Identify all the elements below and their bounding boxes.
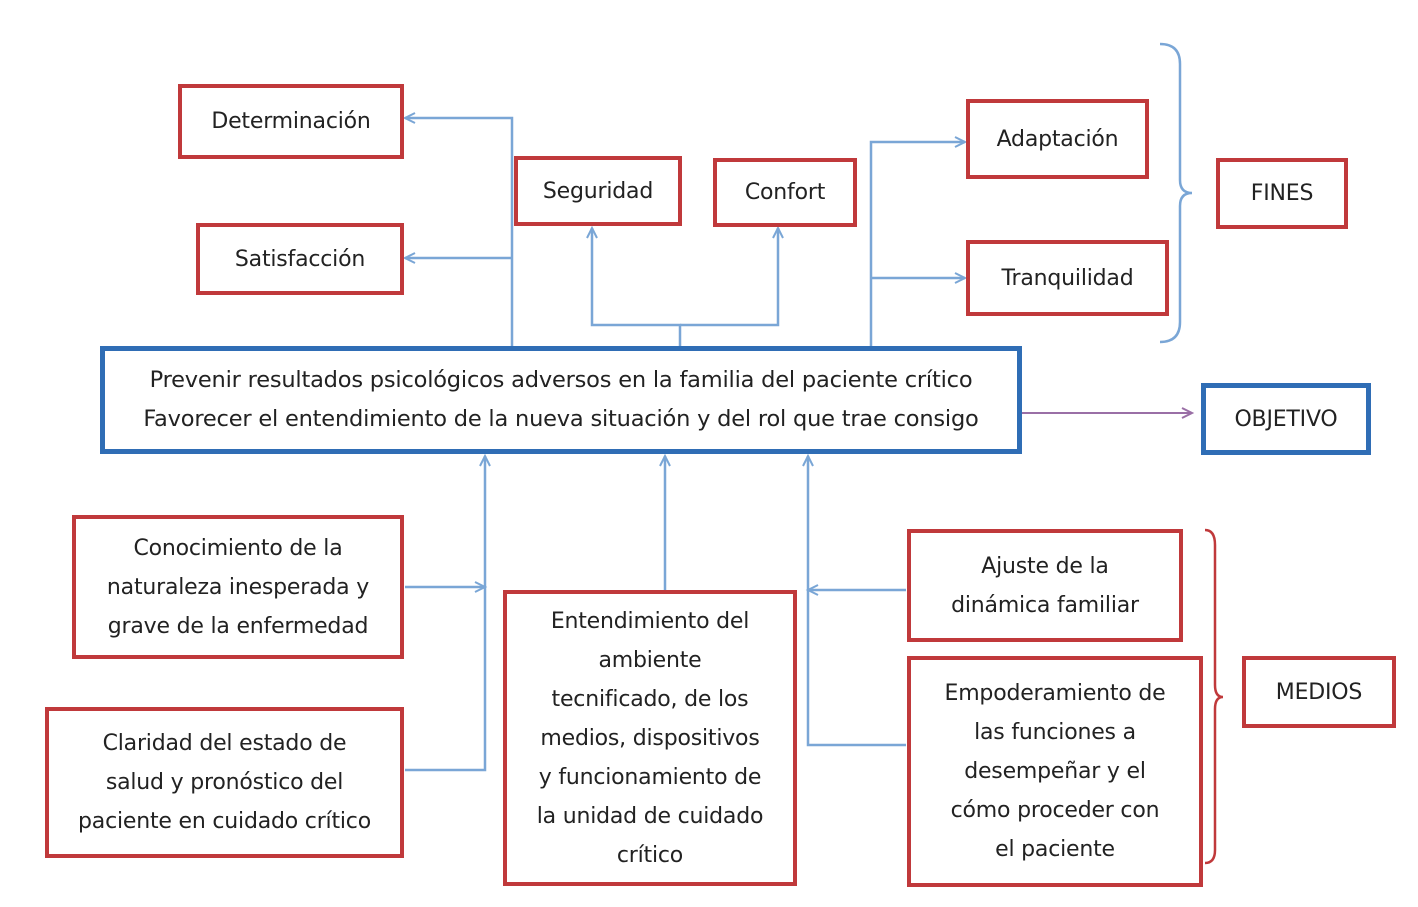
seguridad-box: Seguridad <box>514 156 682 226</box>
objective-box: Prevenir resultados psicológicos adverso… <box>100 346 1022 454</box>
tranquilidad-box: Tranquilidad <box>966 240 1169 316</box>
connector-empoderamiento-to-objective <box>802 453 906 747</box>
conocimiento-box: Conocimiento de la naturaleza inesperada… <box>72 515 404 659</box>
connector-to-adaptacion <box>869 136 968 346</box>
fines-brace <box>1159 42 1193 344</box>
connector-claridad-to-objective <box>405 453 491 772</box>
adaptacion-box: Adaptación <box>966 99 1149 179</box>
connector-to-confort <box>680 225 784 327</box>
connector-to-determinacion <box>402 112 514 346</box>
empoderamiento-box: Empoderamiento de las funciones a desemp… <box>907 656 1203 887</box>
connector-to-seguridad-confort-trunk <box>586 225 682 346</box>
fines-label: FINES <box>1216 158 1348 229</box>
medios-label: MEDIOS <box>1242 656 1396 728</box>
medios-brace <box>1204 528 1224 865</box>
ajuste-box: Ajuste de la dinámica familiar <box>907 529 1183 642</box>
determinacion-box: Determinación <box>178 84 404 159</box>
claridad-box: Claridad del estado de salud y pronóstic… <box>45 707 404 858</box>
confort-box: Confort <box>713 158 857 227</box>
satisfaccion-box: Satisfacción <box>196 223 404 295</box>
objetivo-label: OBJETIVO <box>1201 383 1371 455</box>
entendimiento-box: Entendimiento del ambiente tecnificado, … <box>503 590 797 886</box>
